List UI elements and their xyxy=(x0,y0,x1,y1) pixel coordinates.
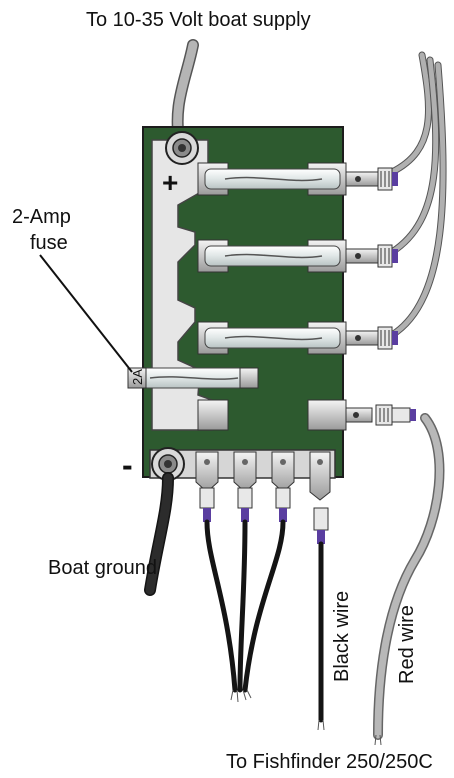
ground-wires xyxy=(199,487,382,746)
minus-sign: - xyxy=(122,447,133,483)
two-amp-fuse xyxy=(127,367,259,389)
boat-ground-label: Boat ground xyxy=(48,557,157,579)
fuse-label-line1: 2-Amp xyxy=(12,206,71,228)
fuse-3 xyxy=(197,321,379,355)
fuse-2 xyxy=(197,239,379,273)
fuse-tag-label: 2A xyxy=(130,369,145,385)
supply-label: To 10-35 Volt boat supply xyxy=(86,9,311,31)
fuse-clip-bottom-left xyxy=(197,399,229,431)
fuse-output-wires xyxy=(388,51,447,339)
black-wire-label: Black wire xyxy=(331,591,353,682)
positive-stud xyxy=(165,131,199,165)
fuse-label-line2: fuse xyxy=(30,232,68,254)
fuse-leader-line xyxy=(39,254,133,373)
red-wire-terminal xyxy=(307,399,416,431)
plus-sign: + xyxy=(162,167,178,198)
output-connectors xyxy=(377,167,398,350)
ground-tabs xyxy=(195,451,331,501)
red-wire-label: Red wire xyxy=(396,605,418,684)
fishfinder-label: To Fishfinder 250/250C xyxy=(226,751,433,773)
fuse-1 xyxy=(197,162,379,196)
